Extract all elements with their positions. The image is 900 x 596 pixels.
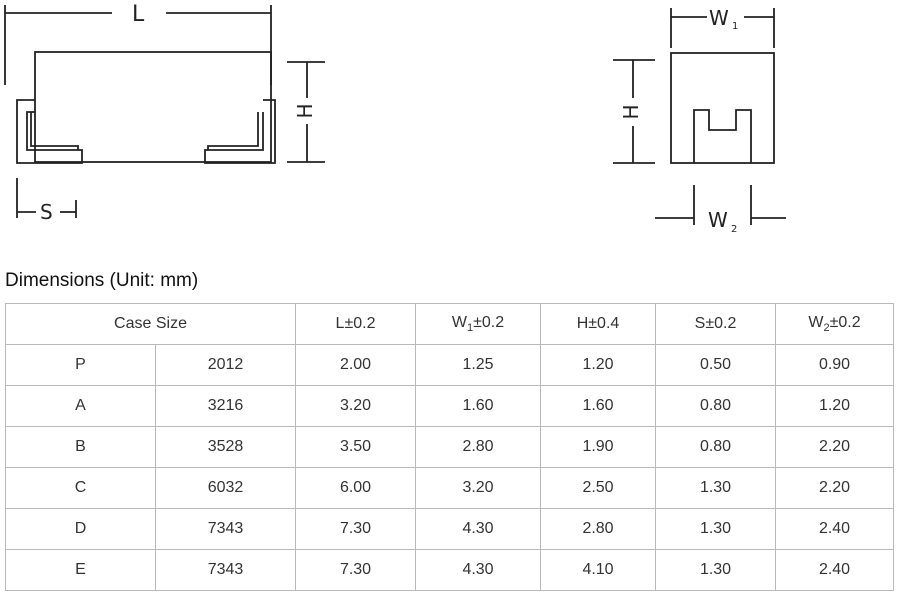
- cell-size: 2012: [154, 344, 297, 386]
- dimension-S: [16, 178, 77, 218]
- cell-size: 3528: [154, 426, 297, 468]
- header-H: H±0.4: [540, 303, 657, 345]
- cell-S: 0.50: [655, 344, 777, 386]
- cell-L: 3.20: [295, 385, 417, 427]
- header-S: S±0.2: [655, 303, 777, 345]
- header-case-size: Case Size: [4, 303, 297, 345]
- cell-S: 0.80: [655, 385, 777, 427]
- cell-W1: 4.30: [415, 508, 542, 550]
- label-W2-sub: 2: [731, 224, 737, 235]
- label-H-end: H: [619, 104, 643, 119]
- header-W2: W2±0.2: [775, 303, 895, 345]
- label-W2: W: [708, 208, 728, 232]
- cell-W2: 1.20: [775, 385, 895, 427]
- cell-H: 2.50: [540, 467, 657, 509]
- header-W1: W1±0.2: [415, 303, 542, 345]
- cell-size: 7343: [154, 508, 297, 550]
- dimension-H-side: [287, 61, 325, 163]
- chip-end-view: [670, 52, 775, 164]
- table-row: C 6032 6.00 3.20 2.50 1.30 2.20: [5, 467, 895, 509]
- label-S: S: [40, 200, 53, 224]
- cell-code: D: [5, 508, 156, 550]
- cell-code: E: [5, 549, 156, 591]
- dimensions-table: Case Size L±0.2 W1±0.2 H±0.4 S±0.2 W2±0.…: [4, 303, 895, 591]
- cell-code: B: [5, 426, 156, 468]
- cell-L: 2.00: [295, 344, 417, 386]
- cell-W2: 2.40: [775, 508, 895, 550]
- cell-W2: 2.20: [775, 426, 895, 468]
- dimension-W1: [670, 8, 775, 48]
- cell-W1: 4.30: [415, 549, 542, 591]
- cell-W1: 1.25: [415, 344, 542, 386]
- table-row: P 2012 2.00 1.25 1.20 0.50 0.90: [5, 344, 895, 386]
- table-header-row: Case Size L±0.2 W1±0.2 H±0.4 S±0.2 W2±0.…: [4, 303, 895, 345]
- label-H-side: H: [293, 103, 317, 118]
- cell-S: 1.30: [655, 467, 777, 509]
- cell-L: 3.50: [295, 426, 417, 468]
- cell-W2: 0.90: [775, 344, 895, 386]
- dimension-W2: [655, 185, 786, 225]
- cell-code: A: [5, 385, 156, 427]
- cell-W1: 3.20: [415, 467, 542, 509]
- section-title: Dimensions (Unit: mm): [5, 270, 199, 291]
- label-W1: W: [709, 6, 729, 30]
- cell-H: 1.60: [540, 385, 657, 427]
- cell-H: 1.20: [540, 344, 657, 386]
- cell-H: 2.80: [540, 508, 657, 550]
- cell-S: 0.80: [655, 426, 777, 468]
- cell-S: 1.30: [655, 549, 777, 591]
- cell-W1: 2.80: [415, 426, 542, 468]
- cell-H: 1.90: [540, 426, 657, 468]
- table-row: D 7343 7.30 4.30 2.80 1.30 2.40: [5, 508, 895, 550]
- label-W1-sub: 1: [732, 21, 738, 32]
- label-L: L: [132, 2, 145, 27]
- dimension-H-end: [613, 59, 655, 164]
- cell-W1: 1.60: [415, 385, 542, 427]
- chip-side-view: [16, 51, 276, 164]
- cell-size: 6032: [154, 467, 297, 509]
- cell-size: 3216: [154, 385, 297, 427]
- table-row: A 3216 3.20 1.60 1.60 0.80 1.20: [5, 385, 895, 427]
- cell-L: 6.00: [295, 467, 417, 509]
- cell-code: P: [5, 344, 156, 386]
- table-row: E 7343 7.30 4.30 4.10 1.30 2.40: [5, 549, 895, 591]
- cell-W2: 2.40: [775, 549, 895, 591]
- header-L: L±0.2: [295, 303, 417, 345]
- cell-L: 7.30: [295, 508, 417, 550]
- dimension-drawing: L H S W 1 H W 2: [4, 2, 786, 235]
- cell-L: 7.30: [295, 549, 417, 591]
- cell-size: 7343: [154, 549, 297, 591]
- cell-S: 1.30: [655, 508, 777, 550]
- cell-H: 4.10: [540, 549, 657, 591]
- cell-code: C: [5, 467, 156, 509]
- cell-W2: 2.20: [775, 467, 895, 509]
- table-row: B 3528 3.50 2.80 1.90 0.80 2.20: [5, 426, 895, 468]
